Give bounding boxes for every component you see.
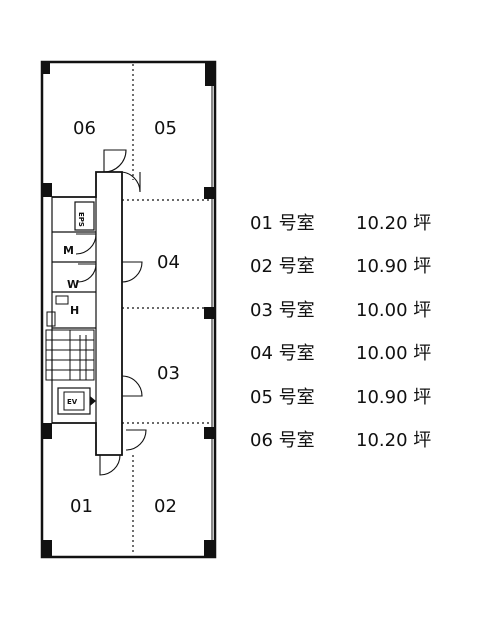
room-05-label: 05 xyxy=(154,118,177,139)
legend-row: 05 号室 10.90 坪 xyxy=(250,374,460,418)
elevator-car xyxy=(63,391,85,411)
room-06-label: 06 xyxy=(73,118,96,139)
toilet-fixture xyxy=(46,311,56,327)
room-01-label: 01 xyxy=(70,496,93,517)
outer-wall xyxy=(40,60,217,559)
column xyxy=(204,427,214,439)
m-label: M xyxy=(63,244,74,257)
legend-room-name: 03 号室 xyxy=(250,299,315,321)
column xyxy=(42,423,52,439)
legend-room-area: 10.20 坪 xyxy=(356,212,432,234)
w-label: W xyxy=(67,278,79,291)
eps-label: EPS xyxy=(77,212,85,227)
legend-row: 02 号室 10.90 坪 xyxy=(250,244,460,288)
legend-room-name: 06 号室 xyxy=(250,430,315,452)
door-swings xyxy=(75,149,147,476)
room-area-legend: 01 号室 10.20 坪 02 号室 10.90 坪 03 号室 10.00 … xyxy=(250,200,460,461)
legend-room-name: 01 号室 xyxy=(250,212,315,234)
column xyxy=(204,540,214,557)
legend-room-area: 10.90 坪 xyxy=(356,256,432,278)
column xyxy=(204,187,214,199)
legend-room-area: 10.20 坪 xyxy=(356,430,432,452)
room-02-label: 02 xyxy=(154,496,177,517)
column xyxy=(42,62,50,74)
column xyxy=(42,540,52,557)
eps-room xyxy=(74,201,95,231)
staircase xyxy=(45,329,95,381)
column xyxy=(204,307,214,319)
legend-room-name: 05 号室 xyxy=(250,386,315,408)
room-03-label: 03 xyxy=(157,363,180,384)
legend-row: 01 号室 10.20 坪 xyxy=(250,200,460,244)
legend-room-area: 10.00 坪 xyxy=(356,299,432,321)
elevator-door-marker xyxy=(90,396,96,406)
legend-room-area: 10.90 坪 xyxy=(356,386,432,408)
legend-row: 06 号室 10.20 坪 xyxy=(250,418,460,462)
column xyxy=(42,183,52,197)
legend-row: 04 号室 10.00 坪 xyxy=(250,331,460,375)
corridor-wall xyxy=(52,422,123,456)
legend-room-name: 04 号室 xyxy=(250,343,315,365)
corridor-wall xyxy=(52,171,123,200)
room-04-label: 04 xyxy=(157,252,180,273)
column xyxy=(205,62,215,86)
ev-label: EV xyxy=(67,398,78,406)
legend-room-name: 02 号室 xyxy=(250,256,315,278)
h-label: H xyxy=(70,304,79,317)
legend-row: 03 号室 10.00 坪 xyxy=(250,287,460,331)
legend-room-area: 10.00 坪 xyxy=(356,343,432,365)
toilet-fixture xyxy=(55,295,69,305)
